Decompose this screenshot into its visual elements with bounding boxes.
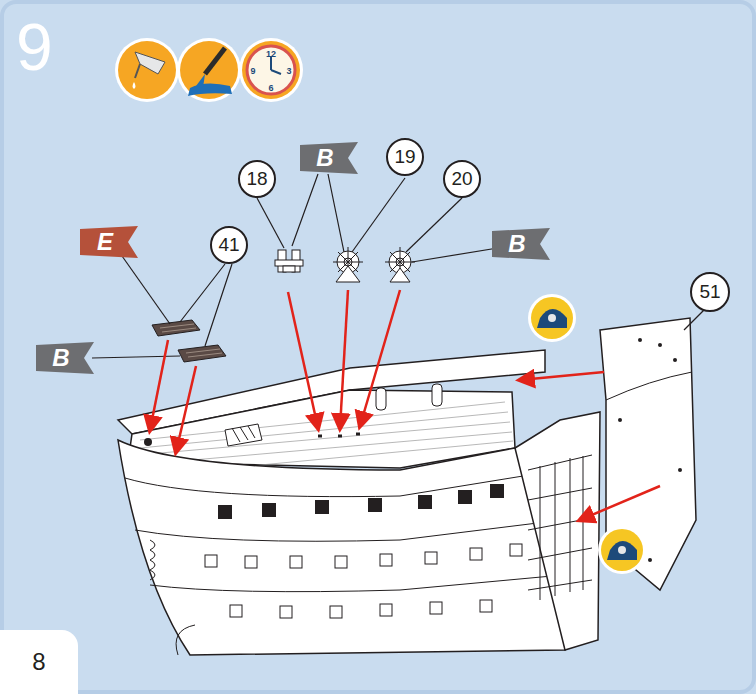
stern-part — [600, 318, 696, 590]
placement-arrows — [150, 290, 660, 520]
material-flag: E — [80, 226, 138, 258]
clock-number: 3 — [286, 66, 291, 76]
leader-lines — [92, 174, 706, 358]
deck-planks — [138, 402, 513, 466]
callout-number: 51 — [699, 281, 720, 303]
glue-icon — [115, 38, 179, 102]
callout-number: 18 — [246, 168, 267, 190]
stern-gallery — [515, 412, 600, 650]
wheel-part — [333, 247, 415, 282]
clock-number: 9 — [250, 66, 255, 76]
page-number: 8 — [32, 648, 45, 676]
callout-circle: 20 — [443, 160, 481, 198]
callout-circle: 51 — [690, 272, 730, 312]
bitts-part — [275, 250, 303, 272]
ship-deck — [128, 390, 515, 468]
callout-circle: 18 — [238, 160, 276, 198]
tape-icon — [598, 526, 646, 574]
callout-number: 20 — [451, 168, 472, 190]
flag-letter: B — [508, 230, 525, 258]
flag-letter: B — [316, 144, 333, 172]
material-flag: B — [492, 228, 550, 260]
lower-ports — [205, 544, 522, 618]
callout-number: 41 — [218, 234, 239, 256]
material-flag: B — [300, 142, 358, 174]
step-number: 9 — [16, 14, 53, 80]
ship-hull — [118, 440, 565, 655]
clock-number: 12 — [266, 49, 276, 59]
callout-circle: 41 — [210, 226, 248, 264]
page-number-box: 8 — [0, 630, 78, 694]
clock-number: 6 — [268, 83, 273, 93]
flag-letter: B — [52, 344, 69, 372]
paint-icon — [177, 38, 241, 102]
flag-letter: E — [97, 228, 113, 256]
tape-icon — [528, 294, 576, 342]
gun-ports — [218, 484, 504, 519]
callout-circle: 19 — [386, 138, 424, 176]
clock-icon — [239, 38, 303, 102]
callout-number: 19 — [394, 146, 415, 168]
material-flag: B — [36, 342, 94, 374]
grating-part — [152, 320, 226, 362]
